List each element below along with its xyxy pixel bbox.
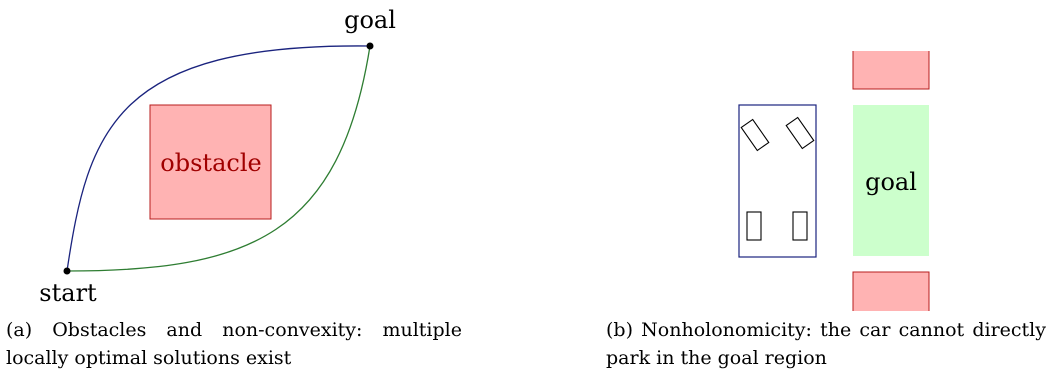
rear-right-wheel [792,211,808,241]
panel-a: obstacle goal start [39,6,396,307]
lower-path [66,45,371,272]
goal-region [853,105,929,256]
top-blocker-edge [852,51,930,90]
goal-region-label: goal [865,168,917,196]
front-left-wheel [740,118,770,152]
car-body [738,104,817,258]
start-point [63,267,71,275]
start-label: start [39,279,97,307]
rear-left-wheel [746,211,762,241]
bottom-blocker [853,272,929,311]
caption-a: (a) Obstacles and non-convexity: multipl… [6,319,462,369]
caption-b: (b) Nonholonomicity: the car cannot dire… [606,319,1046,369]
goal-label: goal [344,6,396,34]
panel-b: goal [738,51,930,311]
top-blocker [853,51,929,89]
goal-point [366,42,374,50]
front-right-wheel [785,116,815,150]
obstacle-box [149,104,272,220]
obstacle-label: obstacle [160,149,261,177]
upper-path [66,45,371,272]
bottom-blocker-edge [852,271,930,311]
